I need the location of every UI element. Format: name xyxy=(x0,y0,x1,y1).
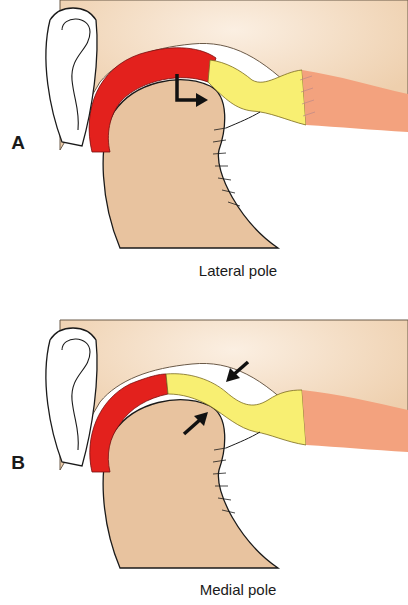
panel-b xyxy=(46,320,408,568)
panel-caption: Medial pole xyxy=(200,581,277,598)
panel-letter: B xyxy=(11,452,25,474)
panel-caption: Lateral pole xyxy=(199,262,277,279)
panel-letter: A xyxy=(11,132,25,154)
panel-a xyxy=(46,0,408,248)
